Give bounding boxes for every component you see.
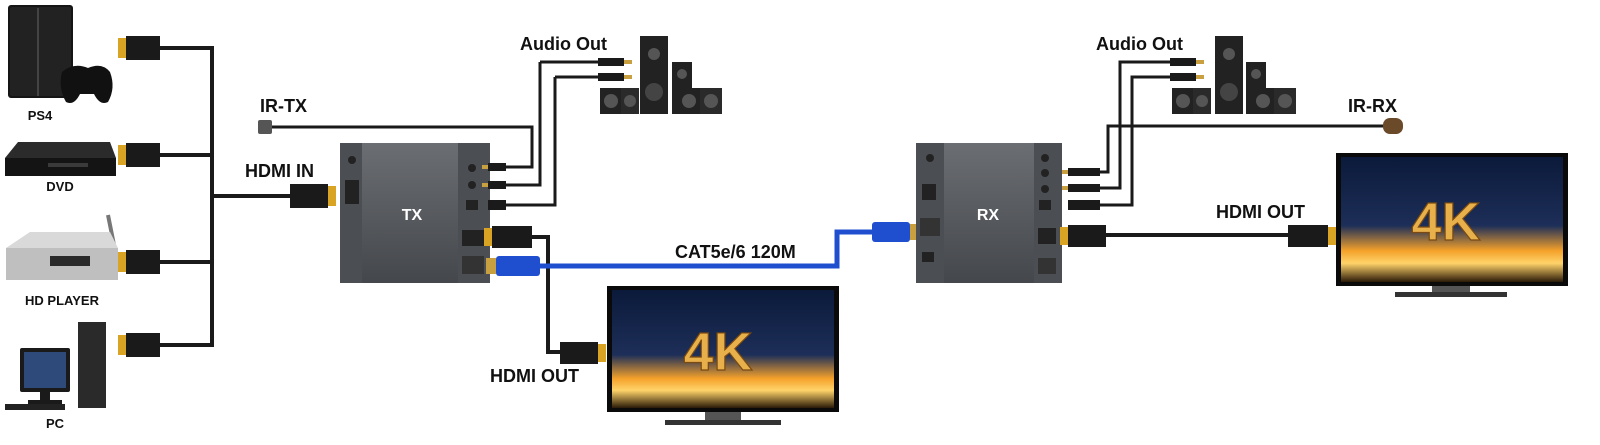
tx-hdmi-in-label: HDMI IN <box>245 161 314 181</box>
ps4-console <box>8 5 113 103</box>
ir-tx-sensor-icon <box>258 120 272 134</box>
ir-rx-receiver-icon <box>1383 118 1403 134</box>
pc-label: PC <box>46 416 65 431</box>
tx-tv-4k-badge: 4K <box>683 322 752 382</box>
rx-ir-label: IR-RX <box>1348 96 1397 116</box>
rx-hdmi-out-label: HDMI OUT <box>1216 202 1305 222</box>
tx-speaker-system-icon <box>600 36 722 114</box>
tx-hdmi-in-plug <box>290 184 336 208</box>
rx-rj45-plug <box>872 222 918 242</box>
rx-label: RX <box>977 207 1000 224</box>
hd-player-label: HD PLAYER <box>25 293 100 308</box>
tx-tv-display <box>607 286 839 425</box>
rx-tv-4k-badge: 4K <box>1411 192 1480 252</box>
tv-hdmi-plug <box>560 342 606 364</box>
cat-cable <box>540 229 872 269</box>
tx-audio-out-label: Audio Out <box>520 34 607 54</box>
ps4-label: PS4 <box>28 108 53 123</box>
tx-ir-label: IR-TX <box>260 96 307 116</box>
tx-hdmi-out-label: HDMI OUT <box>490 366 579 386</box>
dvd-label: DVD <box>46 179 73 194</box>
rx-hdmi-out-plugs <box>1060 225 1336 247</box>
rx-tv-display <box>1336 153 1568 297</box>
tx-hdmi-out-plug <box>484 226 532 248</box>
rx-audio-out-label: Audio Out <box>1096 34 1183 54</box>
tx-label: TX <box>402 207 423 224</box>
source-hdmi-cables <box>160 46 300 347</box>
source-hdmi-plugs <box>118 36 160 357</box>
rx-speaker-system-icon <box>1172 36 1296 114</box>
tx-aux-cables <box>265 60 600 207</box>
tx-hdmi-out-cable <box>530 235 560 354</box>
pc-computer <box>5 322 106 410</box>
tx-rj45-plug <box>486 256 540 276</box>
dvd-player <box>5 142 116 176</box>
cat-cable-label: CAT5e/6 120M <box>675 242 796 262</box>
rx-device <box>916 143 1062 283</box>
hd-player <box>6 214 118 280</box>
rx-aux-cables <box>1100 60 1385 207</box>
rx-audio-jacks <box>1062 58 1204 210</box>
tx-audio-jacks <box>482 58 632 210</box>
